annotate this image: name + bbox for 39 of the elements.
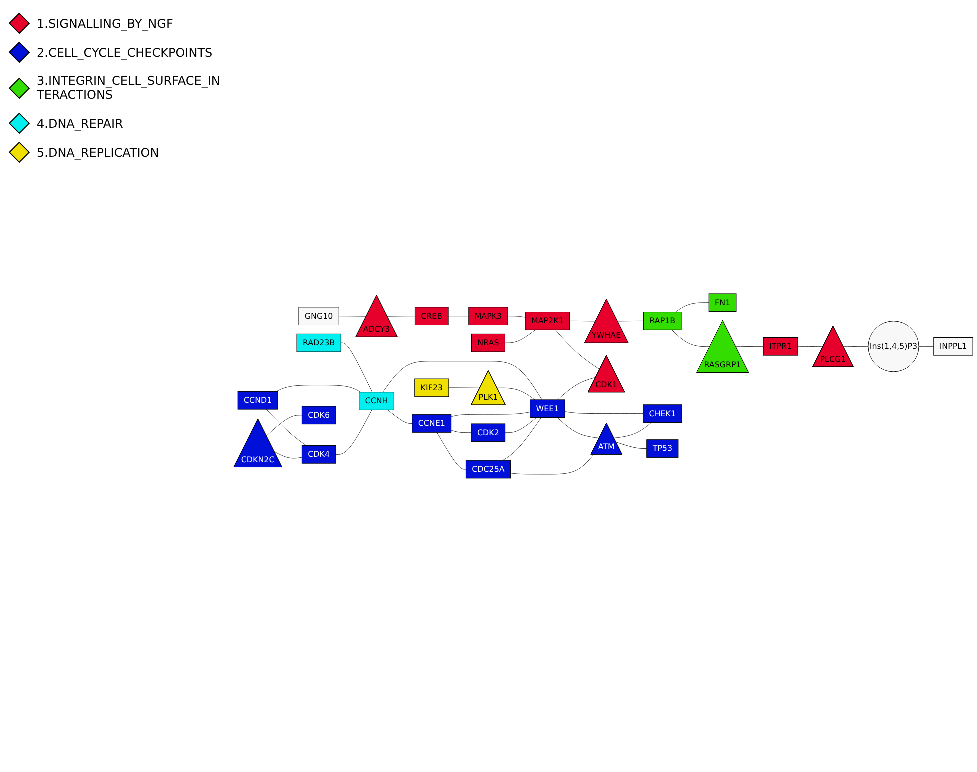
connector [557,417,600,438]
legend-label: 1.SIGNALLING_BY_NGF [37,16,174,30]
connector [570,320,596,322]
connector [564,411,644,414]
connector [338,316,367,317]
connector [798,346,824,347]
connector [451,430,472,433]
connector [266,409,307,446]
connector [448,387,480,388]
connector [614,422,652,438]
connector [266,414,302,436]
connector [388,410,413,424]
connector [558,377,596,400]
connector [508,316,526,318]
connector [451,412,531,418]
legend-label: 4.DNA_REPAIR [37,116,124,130]
legend-label: 3.INTEGRIN_CELL_SURFACE_INTERACTIONS [37,74,222,102]
connector [918,346,934,347]
connector [387,316,416,317]
connector [497,388,536,400]
connector [736,346,764,347]
connector [276,384,362,392]
connector [274,451,302,458]
connector [672,330,710,347]
connector [382,360,542,400]
connector [436,432,466,470]
connector [555,330,600,370]
connector [336,410,372,455]
connector [843,346,869,347]
connector [504,330,536,344]
connector [510,454,594,475]
connector [340,342,373,392]
legend-label: 2.CELL_CYCLE_CHECKPOINTS [37,46,213,60]
connector [502,417,542,461]
connector [616,442,648,449]
connector [675,302,710,312]
connector [618,320,644,322]
legend-label: 5.DNA_REPLICATION [37,146,160,160]
connector [505,417,537,433]
